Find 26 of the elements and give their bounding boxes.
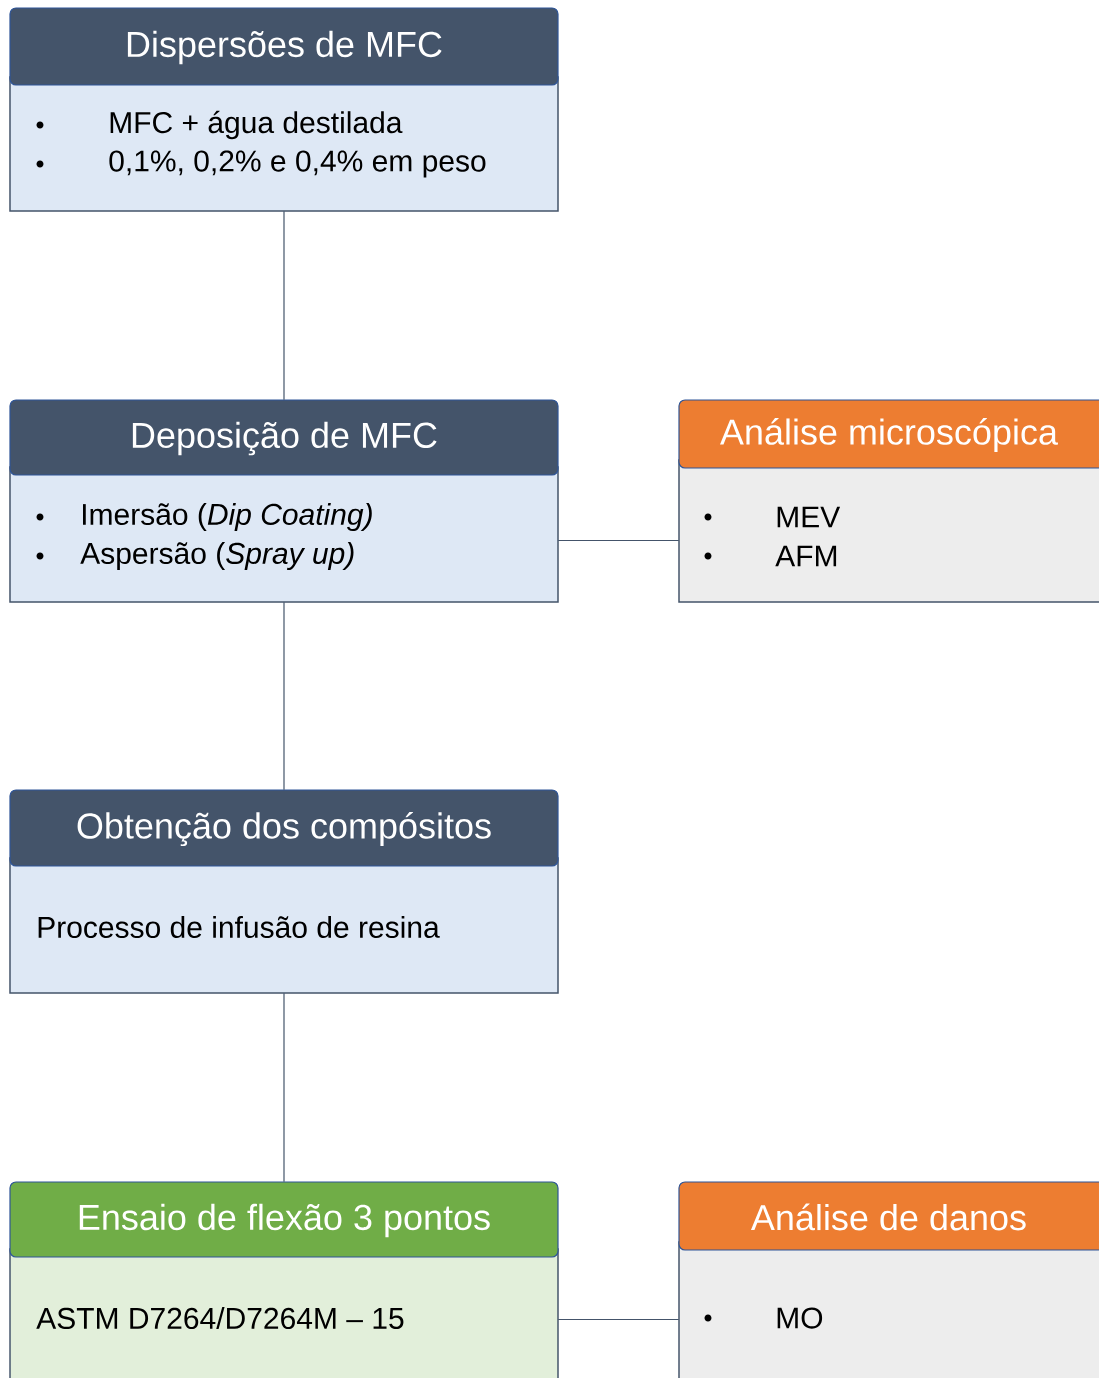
box-heading: Deposição de MFC (132, 421, 437, 456)
list-item: MO (777, 1307, 823, 1329)
process-box (678, 399, 1099, 603)
list-item: Aspersão (Spray up) (80, 542, 354, 570)
connector-line (557, 1318, 680, 1321)
list-item: ASTM D7264/D7264M – 15 (36, 1307, 404, 1330)
list-item: MEV (777, 506, 841, 528)
list-item: Processo de infusão de resina (38, 916, 440, 939)
process-box (9, 1181, 559, 1378)
process-box (9, 7, 559, 212)
connector-line (283, 601, 285, 791)
connector-line (557, 539, 680, 542)
process-box (9, 789, 559, 994)
process-box (9, 399, 559, 603)
list-item: MFC + água destilada (110, 110, 403, 140)
list-item: AFM (775, 545, 837, 567)
box-heading: Análise microscópica (720, 418, 1058, 452)
box-heading: Análise de danos (750, 1203, 1026, 1231)
connector-line (283, 210, 285, 401)
process-box (678, 1181, 1099, 1378)
list-item: 0,1%, 0,2% e 0,4% em peso (109, 150, 486, 178)
box-heading: Obtenção dos compósitos (77, 811, 491, 847)
box-heading: Dispersões de MFC (127, 30, 442, 65)
list-item: Imersão (Dip Coating) (83, 503, 372, 531)
box-heading: Ensaio de flexão 3 pontos (79, 1203, 490, 1238)
connector-line (283, 992, 285, 1183)
